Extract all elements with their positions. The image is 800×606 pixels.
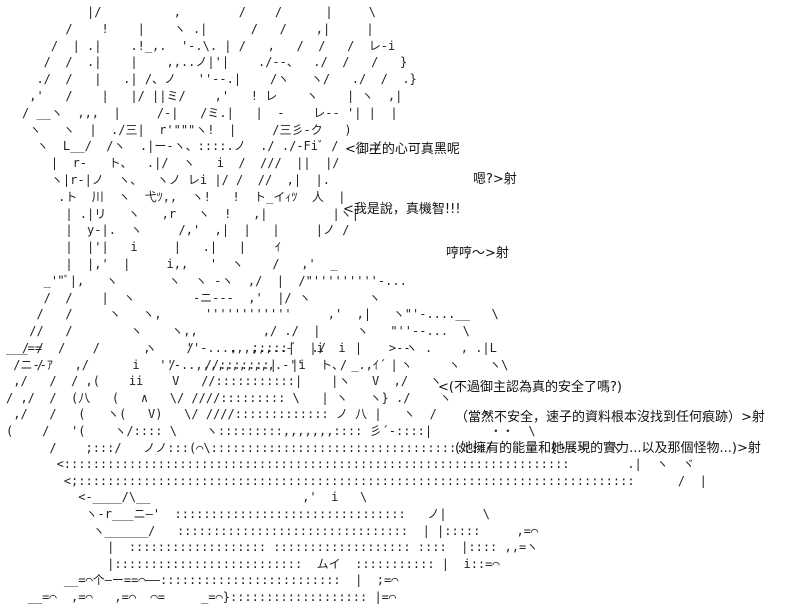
dialogue-line-4: 哼哼～>射 [446,246,509,261]
character-ascii-art-top: |/ , / / | \ / ! | ヽ .| / / ,| | / | .| … [22,5,509,372]
dialogue-line-2: 嗯?>射 [473,172,517,187]
top-panel: |/ , / / | \ / ! | ヽ .| / / ,| | / | .| … [22,5,517,372]
dialogue-line-7: (她擁有的能量和她展現的實力...以及那個怪物...)>射 [455,441,761,456]
dialogue-line-5: <(不過御主認為真的安全了嗎?) [438,380,622,395]
dialogue-line-1: <御主的心可真黑呢 [345,142,460,157]
dialogue-line-6: （當然不安全，速子的資料根本沒找到任何痕跡）>射 [455,410,765,425]
dialogue-line-3: <我是說，真機智!!! [343,202,461,217]
bottom-panel: ___== / , / , ;::::| |i i >-- . /ニ--ｱ ,/… [0,340,800,604]
